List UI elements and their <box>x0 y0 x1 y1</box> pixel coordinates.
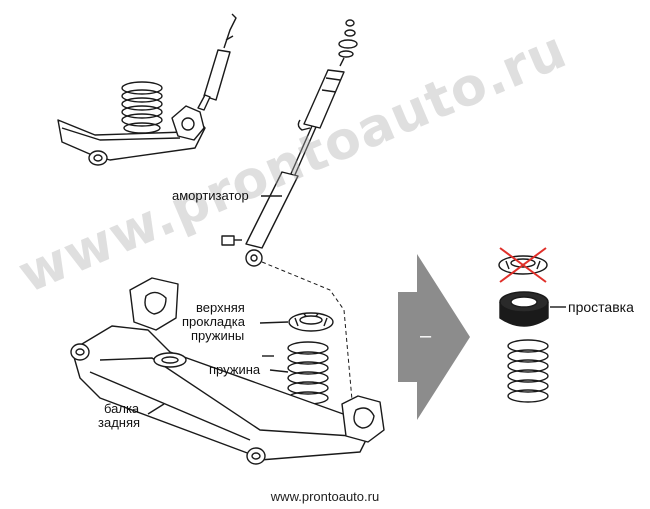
arrow-sign: – <box>420 325 432 347</box>
coil-spring <box>287 341 329 405</box>
cross-mark-icon <box>499 247 547 283</box>
shock-absorber-exploded <box>221 19 358 267</box>
coil-spring-right <box>507 339 549 403</box>
assembled-suspension-thumbnail <box>57 13 237 166</box>
label-beam-2: задняя <box>98 415 141 430</box>
rear-beam <box>70 277 385 465</box>
spacer-part <box>499 291 549 327</box>
label-spring: пружина <box>209 362 261 377</box>
spring-pad <box>288 312 334 332</box>
label-spacer: проставка <box>568 299 634 315</box>
label-upper-pad-1: верхняя <box>196 300 245 315</box>
footer-url: www.prontoauto.ru <box>270 489 380 504</box>
replacement-arrow <box>398 254 470 420</box>
label-beam-1: балка <box>104 401 140 416</box>
label-upper-pad-2: прокладка <box>182 314 245 329</box>
label-shock-absorber: амортизатор <box>172 188 249 203</box>
label-upper-pad-3: пружины <box>191 328 245 343</box>
